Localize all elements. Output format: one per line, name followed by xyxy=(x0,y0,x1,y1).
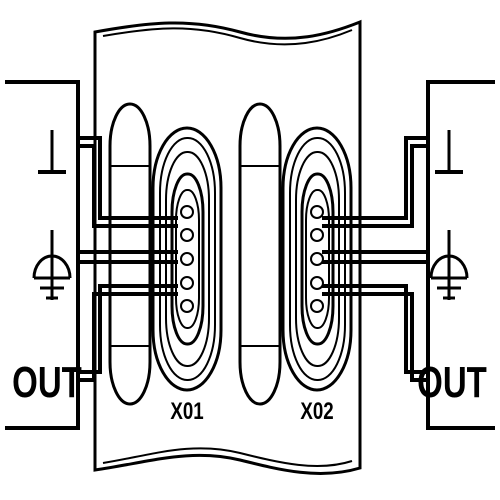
left-wires xyxy=(78,136,178,382)
oval-slot-right xyxy=(238,102,282,406)
connector-x01 xyxy=(151,126,223,392)
right-out-label: OUT xyxy=(417,359,487,408)
protective-earth-icon xyxy=(429,230,469,300)
connector-x01-label: X01 xyxy=(170,398,203,425)
right-terminal-panel xyxy=(426,80,495,430)
connector-x02-label: X02 xyxy=(300,398,333,425)
signal-ground-icon xyxy=(435,130,463,174)
left-out-label: OUT xyxy=(12,359,82,408)
module-housing xyxy=(93,19,362,475)
connector-x02 xyxy=(281,126,353,392)
right-wires xyxy=(322,136,428,382)
signal-ground-icon xyxy=(38,130,66,174)
left-terminal-panel xyxy=(5,80,80,430)
protective-earth-icon xyxy=(32,230,72,300)
